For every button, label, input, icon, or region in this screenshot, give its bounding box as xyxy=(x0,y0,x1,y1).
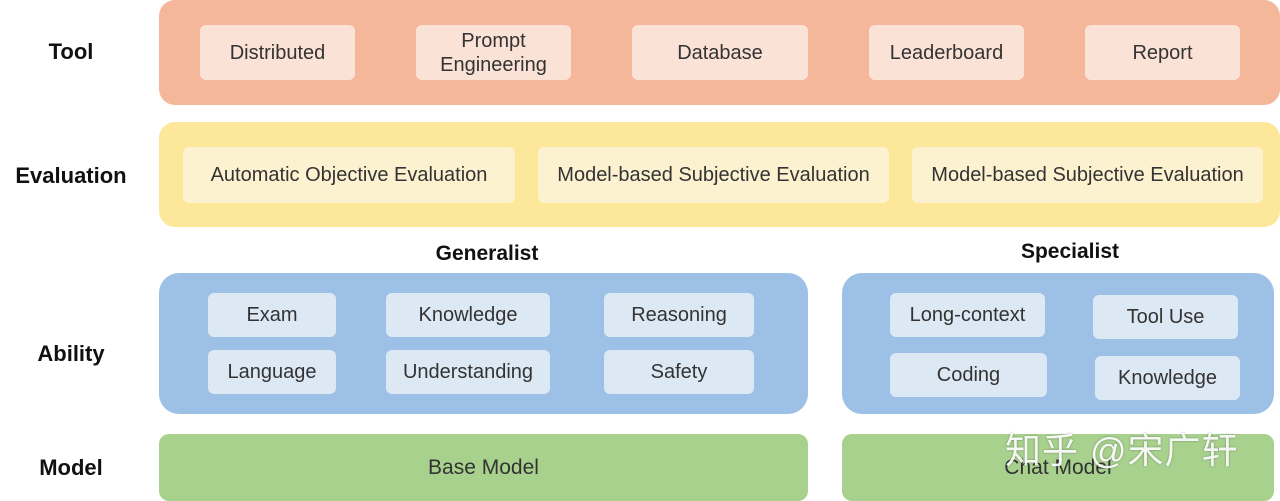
watermark: 知乎 @宋广轩 xyxy=(1005,430,1239,471)
ability-item-language: Language xyxy=(208,350,336,394)
ability-item-long-context: Long-context xyxy=(890,293,1045,337)
row-label-evaluation: Evaluation xyxy=(15,163,127,188)
ability-item-reasoning: Reasoning xyxy=(604,293,754,337)
evaluation-item-automatic-objective: Automatic Objective Evaluation xyxy=(183,147,515,203)
row-label-ability: Ability xyxy=(37,341,105,366)
ability-item-coding: Coding xyxy=(890,353,1047,397)
row-label-tool: Tool xyxy=(48,39,94,64)
ability-item-exam: Exam xyxy=(208,293,336,337)
ability-item-knowledge: Knowledge xyxy=(386,293,550,337)
specialist-title: Specialist xyxy=(1020,240,1120,263)
ability-item-knowledge-specialist: Knowledge xyxy=(1095,356,1240,400)
row-label-model: Model xyxy=(39,455,103,480)
tool-item-database: Database xyxy=(632,25,808,80)
tool-item-prompt-engineering: Prompt Engineering xyxy=(416,25,571,80)
tool-item-distributed: Distributed xyxy=(200,25,355,80)
ability-item-safety: Safety xyxy=(604,350,754,394)
evaluation-item-model-based-subjective-1: Model-based Subjective Evaluation xyxy=(538,147,889,203)
generalist-title: Generalist xyxy=(435,242,539,265)
ability-item-tool-use: Tool Use xyxy=(1093,295,1238,339)
tool-item-leaderboard: Leaderboard xyxy=(869,25,1024,80)
chat-model-layer: Chat Model xyxy=(842,434,1274,501)
evaluation-item-model-based-subjective-2: Model-based Subjective Evaluation xyxy=(912,147,1263,203)
tool-item-report: Report xyxy=(1085,25,1240,80)
base-model-layer: Base Model xyxy=(159,434,808,501)
ability-item-understanding: Understanding xyxy=(386,350,550,394)
